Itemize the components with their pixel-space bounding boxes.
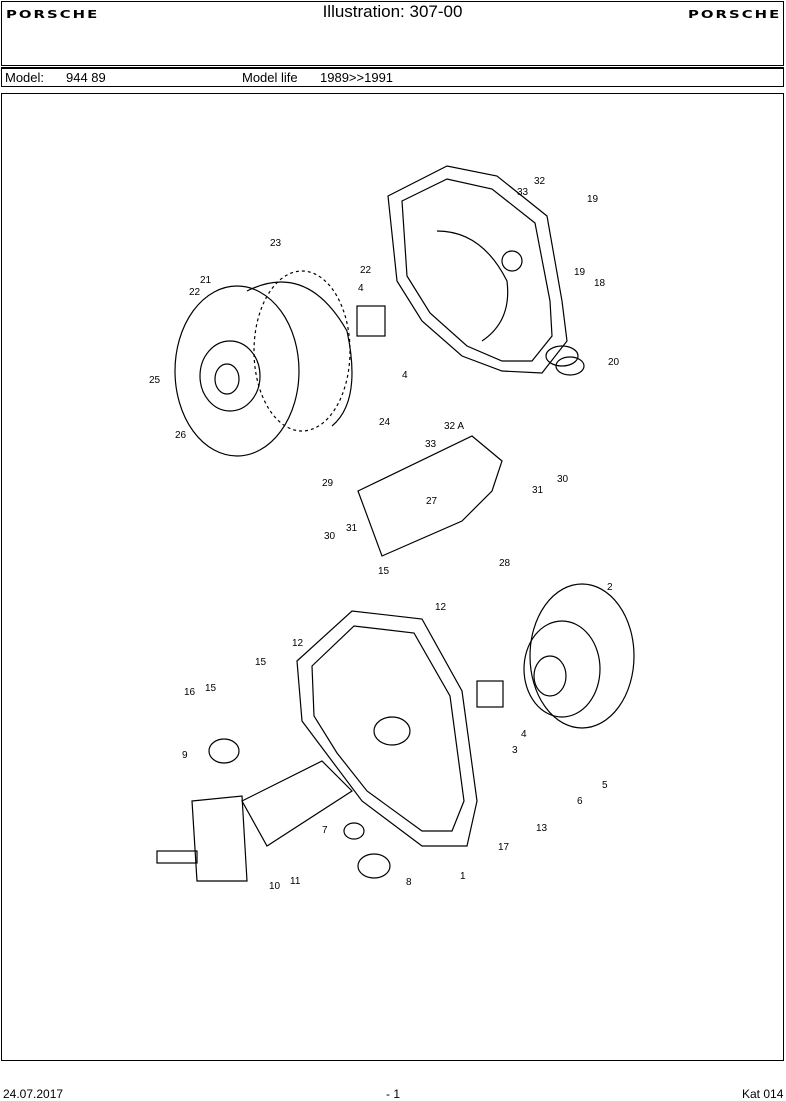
callout-10: 10 — [269, 881, 281, 892]
page-title: Illustration: 307-00 — [322, 2, 463, 21]
bracket-lower — [476, 680, 504, 708]
callout-27: 27 — [426, 496, 438, 507]
exploded-parts-diagram: 33 32 19 19 18 20 23 22 4 21 22 25 26 24… — [149, 165, 635, 892]
plug-9 — [208, 738, 240, 764]
callout-24: 24 — [379, 417, 391, 428]
callout-32a: 32 A — [444, 421, 464, 432]
callout-29: 29 — [322, 478, 334, 489]
footer-catalog: Kat 014 — [742, 1087, 784, 1101]
callout-19b: 19 — [574, 267, 586, 278]
callout-22b: 22 — [189, 287, 201, 298]
callout-12: 12 — [435, 602, 447, 613]
callout-19: 19 — [587, 194, 599, 205]
cover-plate — [357, 435, 503, 557]
rear-cover — [523, 583, 635, 729]
callout-8: 8 — [406, 877, 412, 888]
callout-3: 3 — [512, 745, 518, 756]
footer-date: 24.07.2017 — [3, 1087, 64, 1101]
model-life-value: 1989>>1991 — [320, 70, 394, 85]
porsche-logo-left: PORSCHE — [6, 8, 100, 21]
model-row: Model: 944 89 Model life 1989>>1991 — [1, 67, 784, 87]
callout-1: 1 — [460, 871, 466, 882]
callout-30: 30 — [557, 474, 569, 485]
callout-31b: 31 — [346, 523, 358, 534]
callout-2: 2 — [607, 582, 613, 593]
parts-illustration-frame: 33 32 19 19 18 20 23 22 4 21 22 25 26 24… — [1, 93, 784, 1061]
callout-21: 21 — [200, 275, 212, 286]
callout-17: 17 — [498, 842, 510, 853]
callout-15c: 15 — [205, 683, 217, 694]
callout-11: 11 — [290, 876, 301, 887]
callout-32: 32 — [534, 176, 546, 187]
callout-33: 33 — [517, 187, 529, 198]
callout-16: 16 — [184, 687, 196, 698]
callout-26: 26 — [175, 430, 187, 441]
porsche-logo-right: PORSCHE — [688, 8, 782, 21]
callout-15: 15 — [378, 566, 390, 577]
callout-18: 18 — [594, 278, 606, 289]
callout-7: 7 — [322, 825, 328, 836]
model-life-label: Model life — [242, 70, 298, 85]
callout-5: 5 — [602, 780, 608, 791]
callout-4c: 4 — [521, 729, 527, 740]
callout-12b: 12 — [292, 638, 304, 649]
cap-8 — [357, 853, 391, 879]
callout-23: 23 — [270, 238, 282, 249]
callout-20: 20 — [608, 357, 620, 368]
callout-30b: 30 — [324, 531, 336, 542]
model-value: 944 89 — [66, 70, 106, 85]
callout-13: 13 — [536, 823, 548, 834]
callout-15b: 15 — [255, 657, 267, 668]
callout-labels: 33 32 19 19 18 20 23 22 4 21 22 25 26 24… — [149, 176, 620, 892]
footer-page: - 1 — [386, 1087, 401, 1101]
flywheel — [174, 270, 353, 457]
callout-6: 6 — [577, 796, 583, 807]
transmission-housing-lower — [156, 610, 478, 882]
callout-9: 9 — [182, 750, 188, 761]
callout-22: 22 — [360, 265, 372, 276]
callout-4: 4 — [358, 283, 364, 294]
callout-4b: 4 — [402, 370, 408, 381]
callout-28: 28 — [499, 558, 511, 569]
callout-25: 25 — [149, 375, 161, 386]
header: PORSCHE Illustration: 307-00 PORSCHE — [1, 1, 784, 66]
callout-31: 31 — [532, 485, 544, 496]
callout-33b: 33 — [425, 439, 437, 450]
bell-housing-upper — [387, 165, 585, 376]
bracket-upper — [356, 305, 386, 337]
nut-7 — [343, 822, 365, 840]
model-label: Model: — [5, 70, 45, 85]
